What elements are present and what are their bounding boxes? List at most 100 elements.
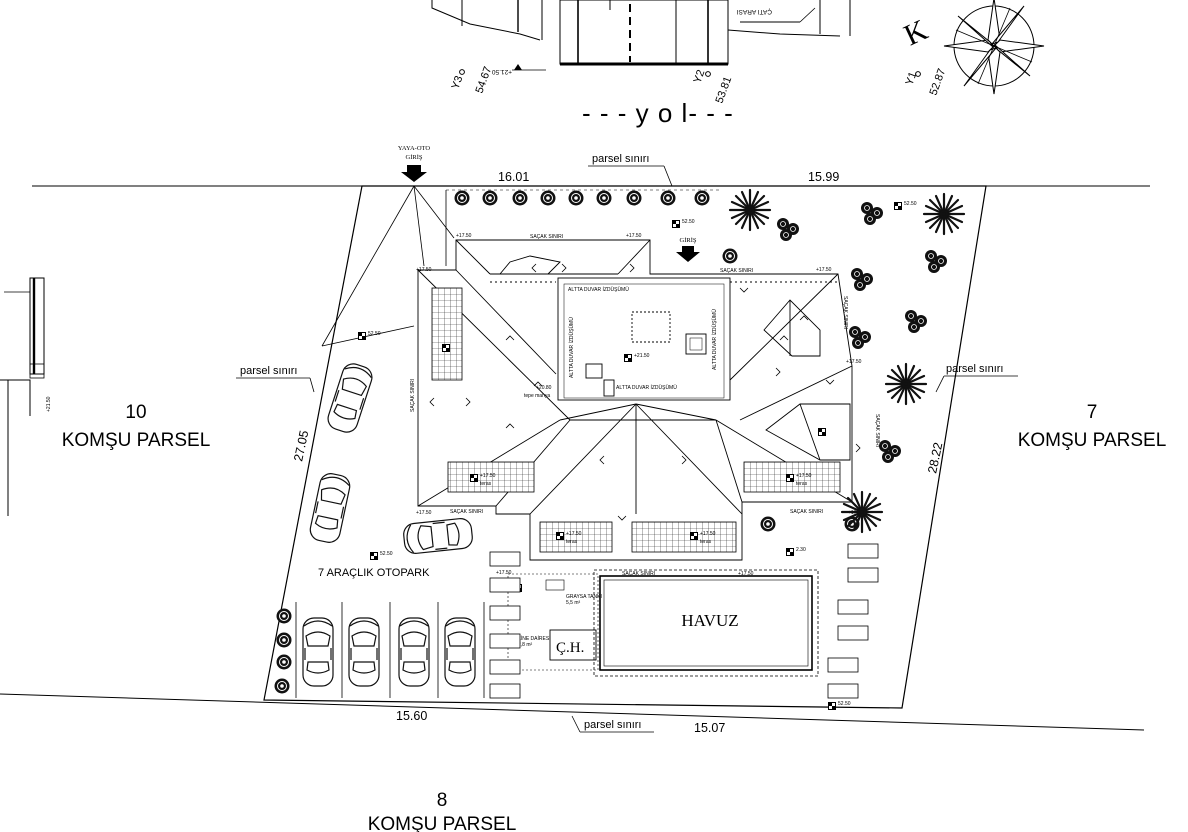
palm-icon [922, 192, 966, 236]
car-icon [348, 617, 380, 687]
svg-text:+17.50: +17.50 [566, 531, 582, 537]
dim-top-left: 16.01 [498, 170, 529, 184]
survey-point-y3: Y3 54.67 [450, 65, 495, 95]
eave-label-right-vert-2: SAÇAK SINIRI [874, 414, 880, 447]
svg-text:+17.50: +17.50 [416, 510, 432, 516]
svg-text:teras: teras [566, 539, 578, 545]
building-entrance-label: GİRİŞ [680, 237, 697, 244]
eave-label-left-vert: SAÇAK SINIRI [410, 379, 416, 412]
svg-text:+17.50: +17.50 [796, 473, 812, 479]
machine-room-area: 2,8 m² [518, 642, 533, 648]
side-level: +21.50 [46, 396, 52, 412]
svg-text:+17.50: +17.50 [700, 531, 716, 537]
svg-text:+17.50: +17.50 [480, 473, 496, 479]
svg-text:+21.50: +21.50 [634, 353, 650, 359]
ch-label: Ç.H. [556, 640, 584, 656]
svg-text:parsel sınırı: parsel sınırı [240, 365, 297, 377]
svg-text:52.50: 52.50 [368, 331, 381, 337]
boundary-label-right: parsel sınırı [935, 363, 1018, 393]
car-icon [444, 617, 476, 687]
car-icon [398, 617, 430, 687]
svg-text:parsel sınırı: parsel sınırı [584, 719, 641, 731]
dim-left-side: 27.05 [291, 429, 311, 463]
svg-text:2.30: 2.30 [796, 547, 806, 553]
elevation-marks: 52.50 52.50 52.50 52.50 52.50 +21.50 2.3… [358, 201, 917, 710]
eave-label-lower-left: SAÇAK SINIRI [450, 509, 483, 515]
svg-text:teras: teras [796, 481, 808, 487]
svg-text:+17.50: +17.50 [738, 571, 754, 577]
svg-text:teras: teras [700, 539, 712, 545]
neighbor-8-number: 8 [437, 790, 448, 811]
svg-text:Y2: Y2 [692, 68, 708, 85]
terrace-grid-bottom-left [539, 521, 613, 553]
neighbor-7-label: KOMŞU PARSEL [1018, 430, 1167, 451]
dim-bottom-left: 15.60 [396, 709, 427, 723]
septic-volume: 5,5 m³ [566, 600, 581, 606]
dim-right-side: 28.22 [925, 441, 945, 475]
svg-text:parsel sınırı: parsel sınırı [946, 363, 1003, 375]
central-roof-block [490, 277, 838, 401]
main-entrance: YAYA-OTO GİRİŞ [321, 145, 455, 347]
palm-icon [728, 188, 772, 232]
road-label: - - - y o l- - - [582, 98, 734, 128]
survey-point-y1: Y1 52.87 [904, 67, 949, 97]
building-entrance-arrow-icon [676, 246, 700, 262]
pool-area [507, 569, 819, 677]
svg-text:+17.50: +17.50 [846, 359, 862, 365]
dim-bottom-right: 15.07 [694, 721, 725, 735]
wall-projection-label-right: ALTTA DUVAR İZDÜŞÜMÜ [711, 309, 718, 370]
neighbor-7-number: 7 [1087, 402, 1098, 423]
wall-projection-label-bottom: ALTTA DUVAR İZDÜŞÜMÜ [616, 384, 677, 391]
svg-text:52.50: 52.50 [380, 551, 393, 557]
neighbor-building-left [0, 277, 45, 516]
parking-stalls [295, 602, 485, 698]
svg-text:teras: teras [480, 481, 492, 487]
parking-label: 7 ARAÇLIK OTOPARK [318, 567, 430, 579]
svg-text:52.87: 52.87 [928, 67, 949, 97]
car-icon [302, 617, 334, 687]
roof-label: ÇATI ARASI [737, 8, 772, 15]
trees [274, 190, 948, 694]
north-letter: K [899, 13, 933, 52]
svg-text:GİRİŞ: GİRİŞ [406, 154, 423, 161]
boundary-label-bottom: parsel sınırı [571, 715, 654, 733]
eave-label-pool: SAÇAK SINIRI [622, 571, 655, 577]
eave-label-lower-right: SAÇAK SINIRI [790, 509, 823, 515]
terrace-grid-lower-left [447, 461, 535, 493]
north-arrow-icon [943, 0, 1045, 95]
terrace-grid-left [431, 287, 463, 381]
car-icon [307, 471, 353, 545]
svg-text:+17.50: +17.50 [496, 570, 512, 576]
svg-text:Y1: Y1 [904, 70, 920, 87]
svg-text:52.50: 52.50 [838, 701, 851, 707]
terrace-grid-bottom-right [631, 521, 737, 553]
boundary-label-left: parsel sınırı [236, 365, 315, 393]
svg-text:Y3: Y3 [450, 74, 466, 91]
svg-text:52.50: 52.50 [904, 201, 917, 207]
slope-arrows [429, 263, 861, 521]
svg-text:+17.50: +17.50 [416, 267, 432, 273]
eave-label-right-vert: SAÇAK SINIRI [842, 296, 848, 329]
entrance-arrow-icon [401, 165, 427, 182]
svg-text:+20.80: +20.80 [536, 385, 552, 391]
svg-text:parsel sınırı: parsel sınırı [592, 153, 649, 165]
eave-label-right: SAÇAK SINIRI [720, 268, 753, 274]
parcel-boundary [263, 185, 987, 709]
neighbor-10-number: 10 [125, 402, 146, 423]
machine-room-label: MAKİNE DAİRESİ [510, 635, 551, 642]
svg-text:tepe mahya: tepe mahya [524, 393, 550, 399]
svg-text:54.67: 54.67 [474, 65, 495, 95]
paving-stones [489, 543, 879, 699]
road-edge-bottom [0, 693, 1145, 731]
pool-label: HAVUZ [681, 611, 738, 630]
svg-text:52.50: 52.50 [682, 219, 695, 225]
upper-building [431, 0, 851, 66]
svg-text:+17.50: +17.50 [626, 233, 642, 239]
boundary-label-top: parsel sınırı [588, 153, 673, 187]
eave-label-top: SAÇAK SINIRI [530, 234, 563, 240]
car-icon [402, 516, 474, 556]
top-level-label: +21.50 [492, 68, 512, 75]
palm-icon [884, 362, 928, 406]
palm-icon [840, 490, 884, 534]
